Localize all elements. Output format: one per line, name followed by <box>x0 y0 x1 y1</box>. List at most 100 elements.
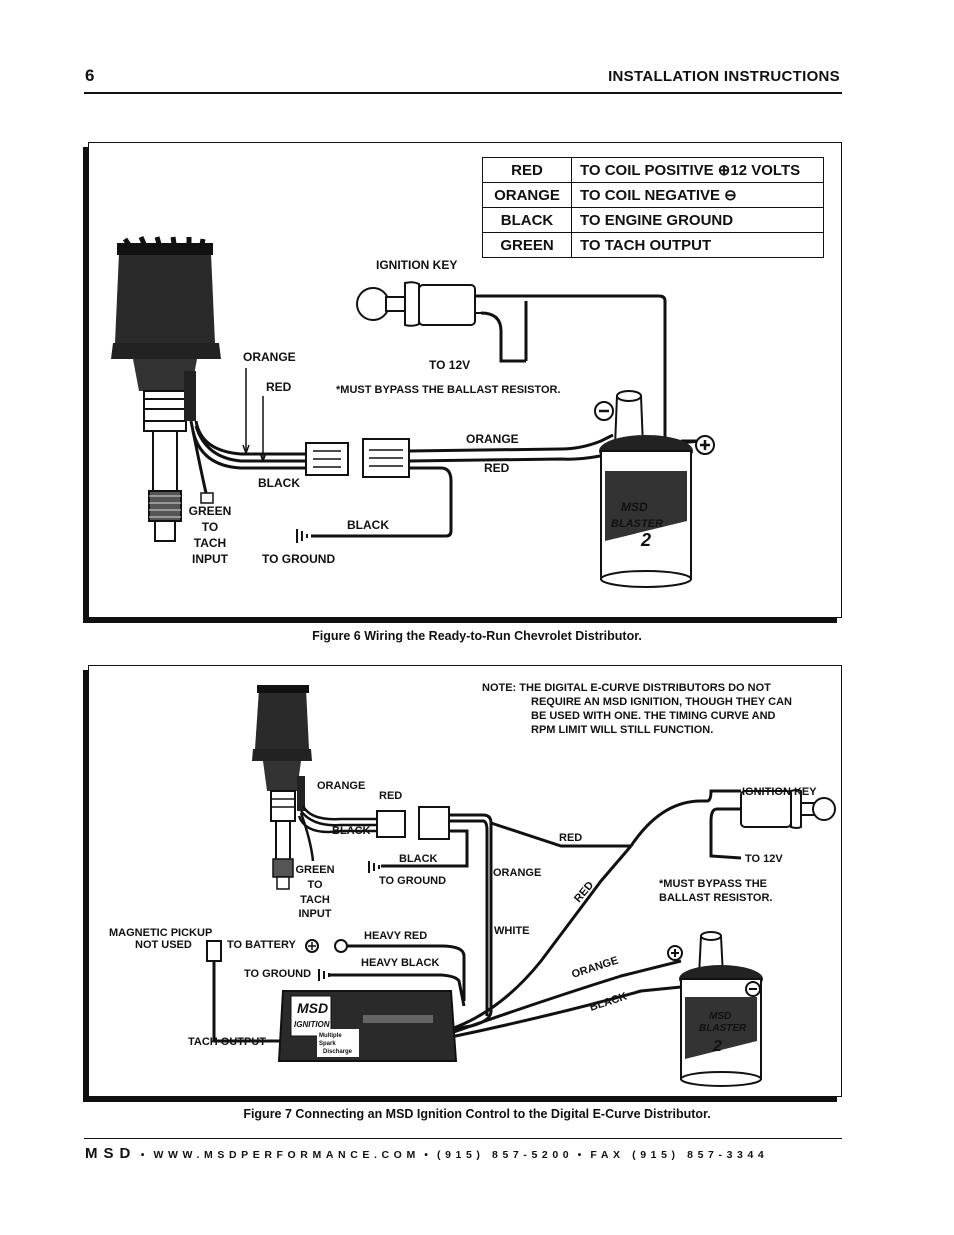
legend-desc: TO COIL POSITIVE ⊕12 VOLTS <box>571 157 824 183</box>
footer-fax: FAX (915) 857-3344 <box>590 1149 769 1161</box>
black-wire-label: BLACK <box>258 476 300 490</box>
orange-wire-label: ORANGE <box>493 867 541 879</box>
green-tach-label: TACH <box>300 894 330 906</box>
wire-connector <box>305 438 410 478</box>
ground-symbol <box>296 529 308 543</box>
distributor-harness <box>297 805 376 862</box>
label-leader-lines <box>242 368 267 464</box>
heavy-red-label: HEAVY RED <box>364 930 427 942</box>
box-line: Discharge <box>323 1049 353 1055</box>
footer-rule <box>84 1138 842 1139</box>
to-ground-label: TO GROUND <box>379 875 446 887</box>
coil-brand-text: MSD <box>709 1011 731 1022</box>
coil-brand-text: MSD <box>621 500 648 514</box>
orange-wire-label: ORANGE <box>570 955 620 981</box>
footer-website: WWW.MSDPERFORMANCE.COM <box>153 1149 420 1161</box>
figure-7-caption: Figure 7 Connecting an MSD Ignition Cont… <box>243 1107 711 1121</box>
to-ground-label: TO GROUND <box>262 552 335 566</box>
ignition-box-harness <box>212 789 742 1043</box>
note-line: RPM LIMIT WILL STILL FUNCTION. <box>531 724 713 736</box>
to-12v-label: TO 12V <box>429 358 470 372</box>
green-tach-label: GREEN <box>295 864 334 876</box>
footer-separator: • <box>424 1149 433 1161</box>
footer-phone: (915) 857-5200 <box>437 1149 574 1161</box>
box-brand-text: MSD <box>297 1000 328 1016</box>
magnetic-pickup-label: NOT USED <box>135 939 192 951</box>
legend-color: RED <box>482 157 572 183</box>
page-title: INSTALLATION INSTRUCTIONS <box>608 68 840 85</box>
figure-7-panel: NOTE: THE DIGITAL E-CURVE DISTRIBUTORS D… <box>88 665 842 1097</box>
box-line: Multiple <box>319 1033 342 1039</box>
ignition-coil-illustration: BLASTER MSD 2 <box>667 931 763 1087</box>
green-tach-label: TO <box>307 879 323 891</box>
green-tach-label: TACH <box>194 536 226 550</box>
distributor-harness <box>189 420 306 504</box>
legend-desc: TO TACH OUTPUT <box>571 232 824 258</box>
green-tach-label: GREEN <box>189 504 232 518</box>
bypass-note: *MUST BYPASS THE BALLAST RESISTOR. <box>336 384 561 396</box>
coil-model-text: BLASTER <box>699 1023 747 1034</box>
red-wire-label: RED <box>266 380 292 394</box>
ground-symbol <box>318 861 380 981</box>
coil-model-number: 2 <box>640 530 651 550</box>
black-ground-label: BLACK <box>347 518 389 532</box>
figure-6-diagram: MSD BLASTER 2 IGNITION KEY TO 12V ORANGE… <box>111 236 715 588</box>
red-wire-label: RED <box>379 790 402 802</box>
distributor-illustration <box>252 685 312 890</box>
green-tach-label: INPUT <box>192 552 229 566</box>
page-number: 6 <box>85 66 95 85</box>
to-12v-label: TO 12V <box>745 853 783 865</box>
magnetic-pickup-label: MAGNETIC PICKUP <box>109 927 212 939</box>
legend-color: GREEN <box>482 232 572 258</box>
header-rule <box>84 92 842 94</box>
note-line: REQUIRE AN MSD IGNITION, THOUGH THEY CAN <box>531 696 792 708</box>
ignition-key-illustration <box>740 789 836 829</box>
box-sub-text: IGNITION <box>294 1020 330 1029</box>
ignition-key-illustration <box>356 281 526 363</box>
footer-separator: • <box>577 1149 586 1161</box>
orange-wire-label: ORANGE <box>243 350 296 364</box>
note-line: BE USED WITH ONE. THE TIMING CURVE AND <box>531 710 776 722</box>
footer: MSD • WWW.MSDPERFORMANCE.COM • (915) 857… <box>85 1145 843 1163</box>
coil-model-text: BLASTER <box>611 518 663 530</box>
black-ground-label: BLACK <box>399 853 438 865</box>
tach-output-label: TACH OUTPUT <box>188 1036 266 1048</box>
figure-6-caption: Figure 6 Wiring the Ready-to-Run Chevrol… <box>312 629 642 643</box>
coil-model-number: 2 <box>712 1038 722 1055</box>
ignition-key-label: IGNITION KEY <box>742 786 817 798</box>
legend-desc: TO COIL NEGATIVE ⊖ <box>571 182 824 208</box>
to-battery-label: TO BATTERY <box>227 939 297 951</box>
msd-ignition-box: MSD IGNITION Multiple Spark Discharge <box>277 990 458 1062</box>
note-line: NOTE: THE DIGITAL E-CURVE DISTRIBUTORS D… <box>482 682 771 694</box>
distributor-illustration <box>111 236 221 542</box>
wire-connector <box>376 806 450 840</box>
green-tach-label: TO <box>202 520 218 534</box>
heavy-black-label: HEAVY BLACK <box>361 957 439 969</box>
ignition-key-label: IGNITION KEY <box>376 258 457 272</box>
orange-wire-label: ORANGE <box>317 780 365 792</box>
black-wire-label: BLACK <box>588 991 628 1014</box>
to-ground-label: TO GROUND <box>244 968 311 980</box>
battery-terminal <box>305 939 348 953</box>
orange-coil-label: ORANGE <box>466 432 519 446</box>
magnetic-pickup-connector <box>206 940 222 962</box>
red-coil-label: RED <box>484 461 510 475</box>
bypass-note: *MUST BYPASS THE <box>659 878 767 890</box>
footer-brand: MSD <box>85 1145 137 1162</box>
green-tach-label: INPUT <box>299 908 332 920</box>
footer-separator: • <box>140 1149 150 1161</box>
ignition-coil-illustration: MSD BLASTER 2 <box>594 390 715 588</box>
black-wire-label: BLACK <box>332 825 371 837</box>
white-wire-label: WHITE <box>494 925 529 937</box>
bypass-note: BALLAST RESISTOR. <box>659 892 772 904</box>
box-line: Spark <box>319 1041 336 1047</box>
figure-7-diagram: NOTE: THE DIGITAL E-CURVE DISTRIBUTORS D… <box>109 682 836 1087</box>
legend-desc: TO ENGINE GROUND <box>571 207 824 233</box>
red-wire-label: RED <box>559 832 582 844</box>
